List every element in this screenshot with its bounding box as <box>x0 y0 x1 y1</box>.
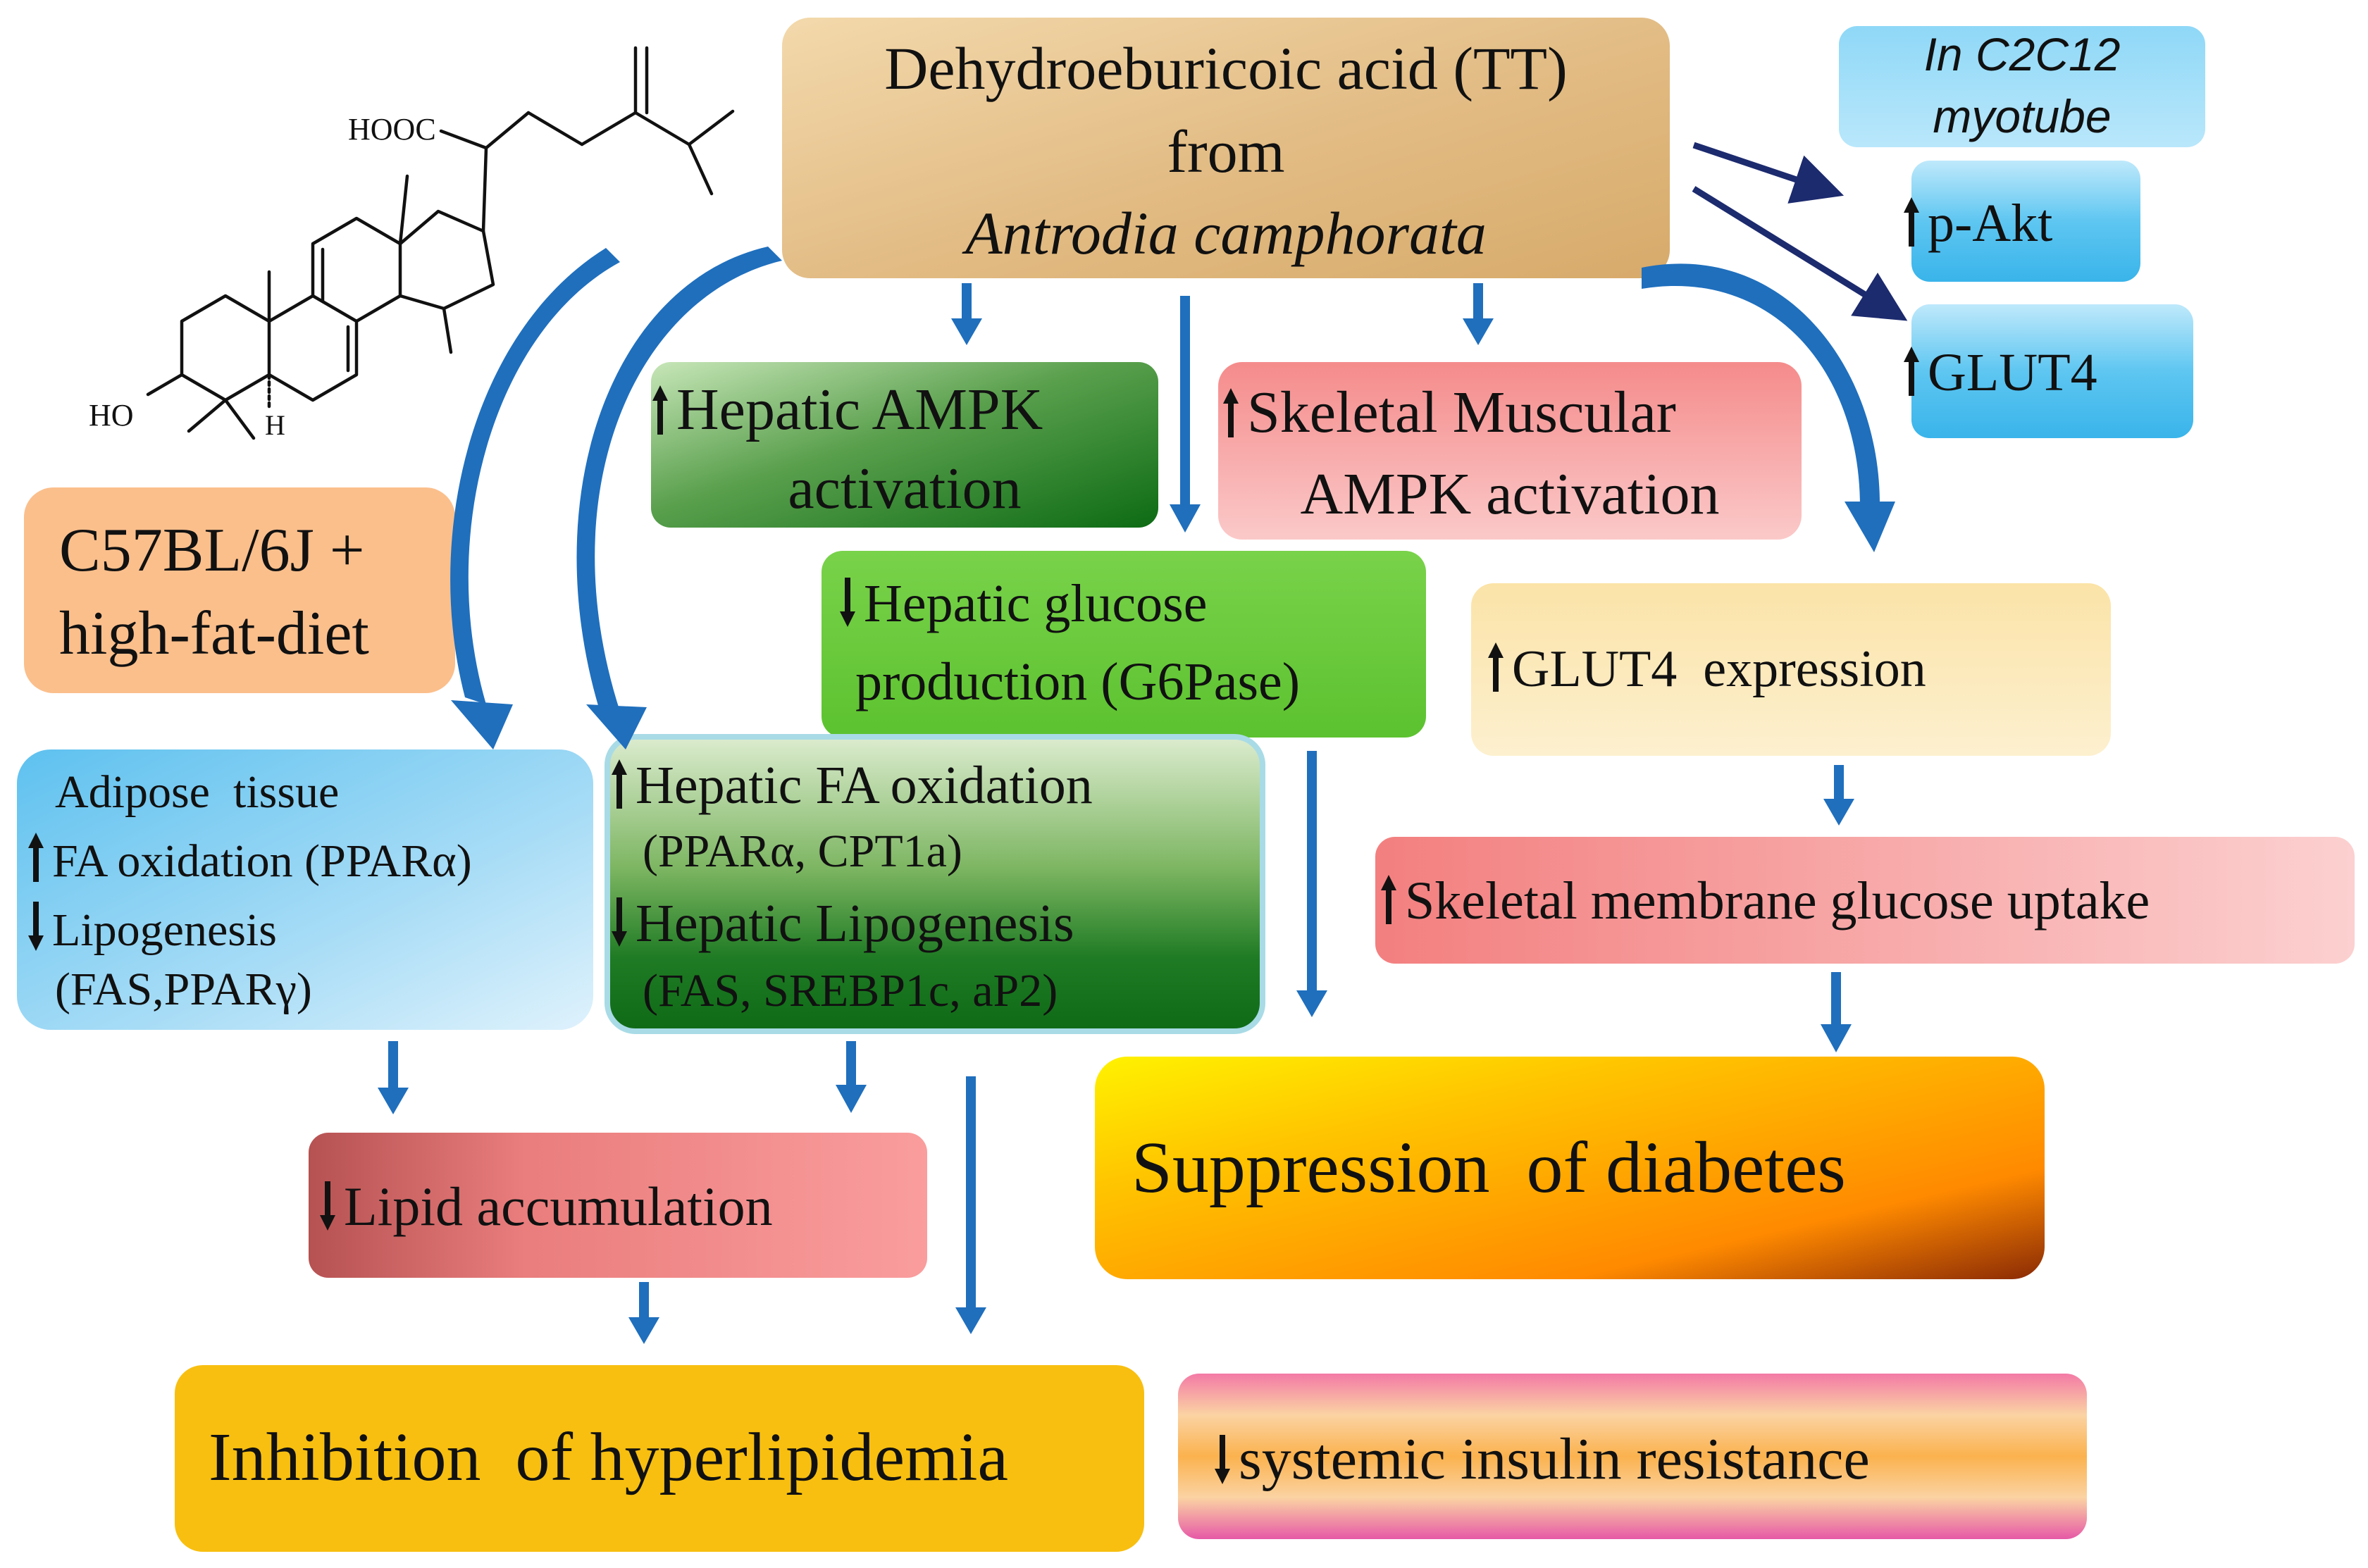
skeletal-ampk-text: Skeletal Muscular <box>1247 380 1676 445</box>
glut4-expression-label: GLUT4 expression <box>1487 641 1926 695</box>
adipose-box-bg <box>17 749 593 1030</box>
lipid-accumulation-label: Lipid accumulation <box>318 1179 773 1234</box>
myotube-title-bg <box>1839 26 2205 147</box>
chemical-structure <box>146 46 735 440</box>
insulin-resistance-label: systemic insulin resistance <box>1213 1430 1870 1489</box>
source-name: Dehydroeburicoic acid (TT) <box>884 35 1568 102</box>
suppression-box-bg <box>1095 1057 2045 1279</box>
glut4-expression-box-bg <box>1471 583 2111 756</box>
adipose-lipogenesis: Lipogenesis <box>27 900 277 954</box>
skeletal-ampk-line2: AMPK activation <box>1300 461 1720 527</box>
hepatic-ampk-box-bg <box>651 362 1158 528</box>
pakt-text: p-Akt <box>1928 194 2053 253</box>
acid-label: HOOC <box>348 112 436 147</box>
adipose-title: Adipose tissue <box>55 766 340 818</box>
down-arrow-icon <box>27 900 45 952</box>
source-box-bg <box>782 18 1670 278</box>
model-line1: C57BL/6J + <box>59 516 365 585</box>
adipose-fa-oxidation-text: FA oxidation (PPARα) <box>52 835 472 887</box>
glut4-myotube-text: GLUT4 <box>1928 343 2097 402</box>
skeletal-ampk-box-bg <box>1218 362 1802 540</box>
hepatic-ampk-line2: activation <box>788 456 1022 521</box>
up-arrow-icon <box>1222 387 1240 439</box>
skeletal-uptake-text: Skeletal membrane glucose uptake <box>1405 871 2150 931</box>
hepatic-lipogenesis-text: Hepatic Lipogenesis <box>636 894 1074 953</box>
skeletal-uptake-box-bg <box>1375 837 2355 964</box>
up-arrow-icon <box>1380 873 1398 926</box>
up-arrow-icon <box>1902 196 1921 248</box>
myotube-title-line1: In C2C12 <box>1923 28 2121 80</box>
hepatic-fa-oxidation-text: Hepatic FA oxidation <box>636 756 1093 815</box>
model-box-bg <box>24 487 455 693</box>
up-arrow-icon <box>651 384 669 436</box>
glucose-production-line2: production (G6Pase) <box>855 652 1301 711</box>
source-from: from <box>1167 118 1285 185</box>
hepatic-fa-markers: (PPARα, CPT1a) <box>643 826 962 877</box>
pakt-box-bg <box>1911 161 2140 282</box>
hepatic-ampk-line1: Hepatic AMPK <box>651 380 1043 440</box>
up-arrow-icon <box>610 758 628 810</box>
adipose-fa-oxidation: FA oxidation (PPARα) <box>27 831 472 885</box>
suppression-label: Suppression of diabetes <box>1132 1127 1846 1208</box>
hepatic-fa-oxidation: Hepatic FA oxidation <box>610 758 1093 812</box>
glut4-myotube-label: GLUT4 <box>1902 345 2097 399</box>
up-arrow-icon <box>1487 641 1505 693</box>
insulin-resistance-text: systemic insulin resistance <box>1239 1426 1870 1492</box>
glut4-myotube-box-bg <box>1911 304 2193 438</box>
down-arrow-icon <box>318 1180 337 1232</box>
hepatic-fa-box-bg <box>605 734 1265 1034</box>
lipid-accumulation-box-bg <box>309 1133 927 1278</box>
myotube-title-line2: myotube <box>1933 90 2112 142</box>
adipose-lipogenesis-text: Lipogenesis <box>52 904 277 956</box>
insulin-resistance-box-bg <box>1178 1374 2087 1539</box>
skeletal-ampk-line1: Skeletal Muscular <box>1222 383 1676 442</box>
skeletal-uptake-label: Skeletal membrane glucose uptake <box>1380 873 2150 928</box>
up-arrow-icon <box>1902 345 1921 397</box>
model-line2: high-fat-diet <box>59 599 369 668</box>
flow-arrows <box>378 283 1854 1344</box>
up-arrow-icon <box>27 831 45 883</box>
glucose-production-line1: Hepatic glucose <box>838 576 1207 630</box>
pakt-label: p-Akt <box>1902 196 2052 250</box>
down-arrow-icon <box>610 896 628 948</box>
down-arrow-icon <box>838 576 857 628</box>
hepatic-ampk-text: Hepatic AMPK <box>676 377 1043 442</box>
glut4-expression-text: GLUT4 expression <box>1512 640 1926 698</box>
hepatic-lipogenesis: Hepatic Lipogenesis <box>610 896 1074 950</box>
hyperlipidemia-box-bg <box>175 1365 1144 1552</box>
hyperlipidemia-label: Inhibition of hyperlipidemia <box>209 1419 1008 1495</box>
glucose-production-text: Hepatic glucose <box>864 574 1208 633</box>
source-species: Antrodia camphorata <box>965 199 1487 267</box>
lipid-accumulation-text: Lipid accumulation <box>344 1176 773 1237</box>
hepatic-lipogenesis-markers: (FAS, SREBP1c, aP2) <box>643 965 1058 1016</box>
myotube-arrows <box>1692 142 1908 321</box>
hydroxyl-label: HO <box>89 398 134 433</box>
curved-arrows <box>450 247 1895 749</box>
adipose-lipogenesis-markers: (FAS,PPARγ) <box>55 964 312 1015</box>
down-arrow-icon <box>1213 1433 1232 1486</box>
glucose-production-box-bg <box>822 551 1426 738</box>
hydrogen-label: H <box>265 409 285 441</box>
